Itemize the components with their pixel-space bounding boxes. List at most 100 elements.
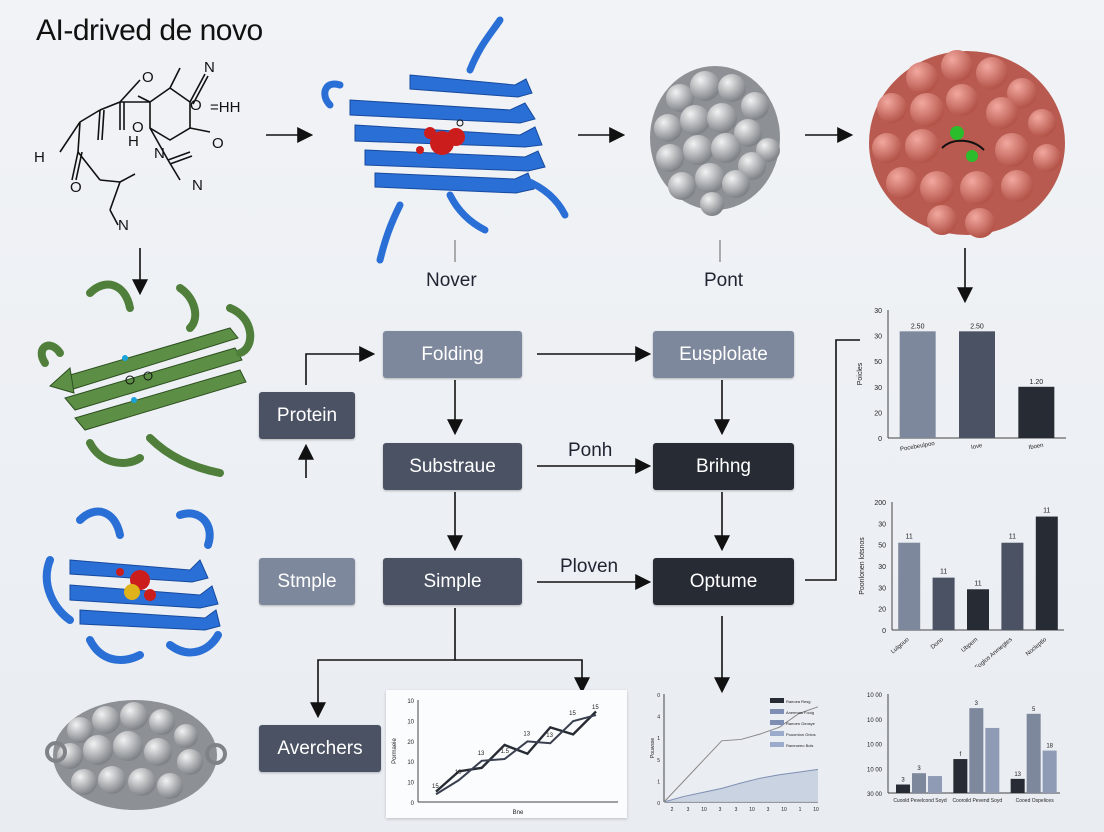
bar: [896, 784, 910, 793]
y-tick-label: 10 00: [867, 767, 883, 773]
y-tick-label: 0: [411, 801, 415, 807]
bar: [932, 577, 955, 630]
atom-label: N: [204, 59, 215, 76]
bar: [959, 331, 995, 438]
atom-label: O: [142, 69, 154, 86]
point-label: 13: [523, 731, 530, 737]
atom-label: H: [128, 133, 139, 150]
bar-chart-1: 02030503030Poicles2.50Pocebeulpoo2.50Iov…: [857, 308, 1066, 453]
y-tick-label: 30: [874, 308, 882, 315]
x-tick-label: 3: [719, 807, 722, 813]
data-label: 13: [1014, 772, 1021, 778]
data-label: 11: [974, 580, 981, 587]
protein-surface-grey: [650, 66, 780, 216]
category-label: Dono: [930, 637, 945, 651]
brihng-box[interactable]: Brihng: [653, 443, 794, 490]
atom-label: =HH: [210, 99, 240, 116]
atom-label: N: [192, 177, 203, 194]
bar: [899, 331, 936, 438]
page-title: AI-drived de novo: [36, 14, 263, 47]
atom-label: H: [34, 149, 45, 166]
y-tick-label: 10 00: [867, 743, 883, 749]
protein-structure-blue: [321, 16, 569, 264]
data-label: 1.20: [1030, 379, 1044, 386]
protein-structure-green: [37, 280, 255, 477]
y-tick-label: 5: [657, 758, 660, 764]
y-tick-label: 10: [407, 719, 414, 725]
atom-label: O: [70, 179, 82, 196]
x-axis-label: Bne: [513, 810, 524, 816]
y-tick-label: 4: [657, 715, 660, 721]
flow-label-ploven: Ploven: [560, 556, 619, 577]
y-tick-label: 0: [878, 436, 882, 443]
y-tick-label: 20: [874, 410, 882, 417]
data-label: 5: [1032, 707, 1036, 713]
chemical-structure: O N O H =HH O H O N N O N: [34, 59, 240, 234]
bar: [1042, 750, 1057, 793]
bar: [1018, 386, 1055, 438]
legend-label: Aneemas Fouig: [786, 710, 814, 715]
folding-box[interactable]: Folding: [383, 331, 522, 378]
data-label: 3: [901, 778, 905, 784]
legend-label: Pooomion Onlos: [786, 732, 816, 737]
bar: [969, 708, 984, 793]
legend-swatch: [770, 720, 784, 725]
protein-box[interactable]: Protein: [259, 392, 355, 439]
y-tick-label: 30: [878, 585, 886, 592]
series-line: [435, 714, 597, 796]
atom-label: O: [212, 135, 224, 152]
y-axis-label: Poonlonen lotsnos: [859, 537, 866, 595]
category-label: Foglos Anmegtes: [974, 637, 1013, 667]
x-tick-label: 3: [735, 807, 738, 813]
category-label: Lulgouo: [890, 637, 911, 656]
bar: [898, 542, 921, 630]
y-tick-label: 200: [874, 500, 886, 507]
y-tick-label: 10: [407, 760, 414, 766]
category-label: Nocleptlo: [1025, 637, 1049, 658]
y-tick-label: 1: [657, 736, 660, 742]
legend-swatch: [770, 709, 784, 714]
atom-label: N: [154, 145, 165, 162]
substraue-box[interactable]: Substraue: [383, 443, 522, 490]
y-tick-label: 1: [657, 779, 660, 785]
data-label: 3: [975, 701, 979, 707]
point-label: 15: [592, 705, 599, 711]
data-label: 2.50: [970, 323, 984, 330]
y-tick-label: 10: [407, 781, 414, 787]
y-tick-label: 50: [874, 359, 882, 366]
bar: [1010, 778, 1025, 793]
bar: [928, 776, 942, 793]
series-line: [663, 768, 819, 803]
bar: [1035, 516, 1058, 630]
simple-box[interactable]: Simple: [383, 558, 522, 605]
category-label: Pocebeulpoo: [900, 441, 936, 453]
y-tick-label: 30 00: [867, 792, 883, 798]
y-tick-label: 30: [874, 334, 882, 341]
line-chart-1-panel: [386, 690, 627, 818]
x-tick-label: 10: [749, 807, 755, 813]
y-tick-label: 0: [882, 628, 886, 635]
bar: [985, 727, 1000, 793]
x-tick-label: 3: [687, 807, 690, 813]
category-label: Cuoold Pevelcond Soyd: [893, 798, 947, 804]
data-label: 18: [1046, 744, 1053, 750]
legend-label: Raeoea Resg: [786, 699, 810, 704]
legend-swatch: [770, 731, 784, 736]
averchers-box[interactable]: Averchers: [259, 725, 381, 772]
stmple-box[interactable]: Stmple: [259, 558, 355, 605]
category-label: Iboen: [1028, 443, 1044, 452]
x-tick-label: 2: [671, 807, 674, 813]
optume-box[interactable]: Optume: [653, 558, 794, 605]
y-axis-label: Poicles: [857, 362, 864, 385]
data-label: 3: [917, 766, 921, 772]
y-axis-label: Pormaeie: [392, 738, 398, 764]
point-label: 15: [569, 711, 576, 717]
y-axis-label: Pouwsse: [650, 738, 656, 759]
category-label: Iove: [971, 443, 984, 451]
y-tick-label: 10 00: [867, 718, 883, 724]
x-tick-label: 3: [767, 807, 770, 813]
eusplolate-box[interactable]: Eusplolate: [653, 331, 794, 378]
